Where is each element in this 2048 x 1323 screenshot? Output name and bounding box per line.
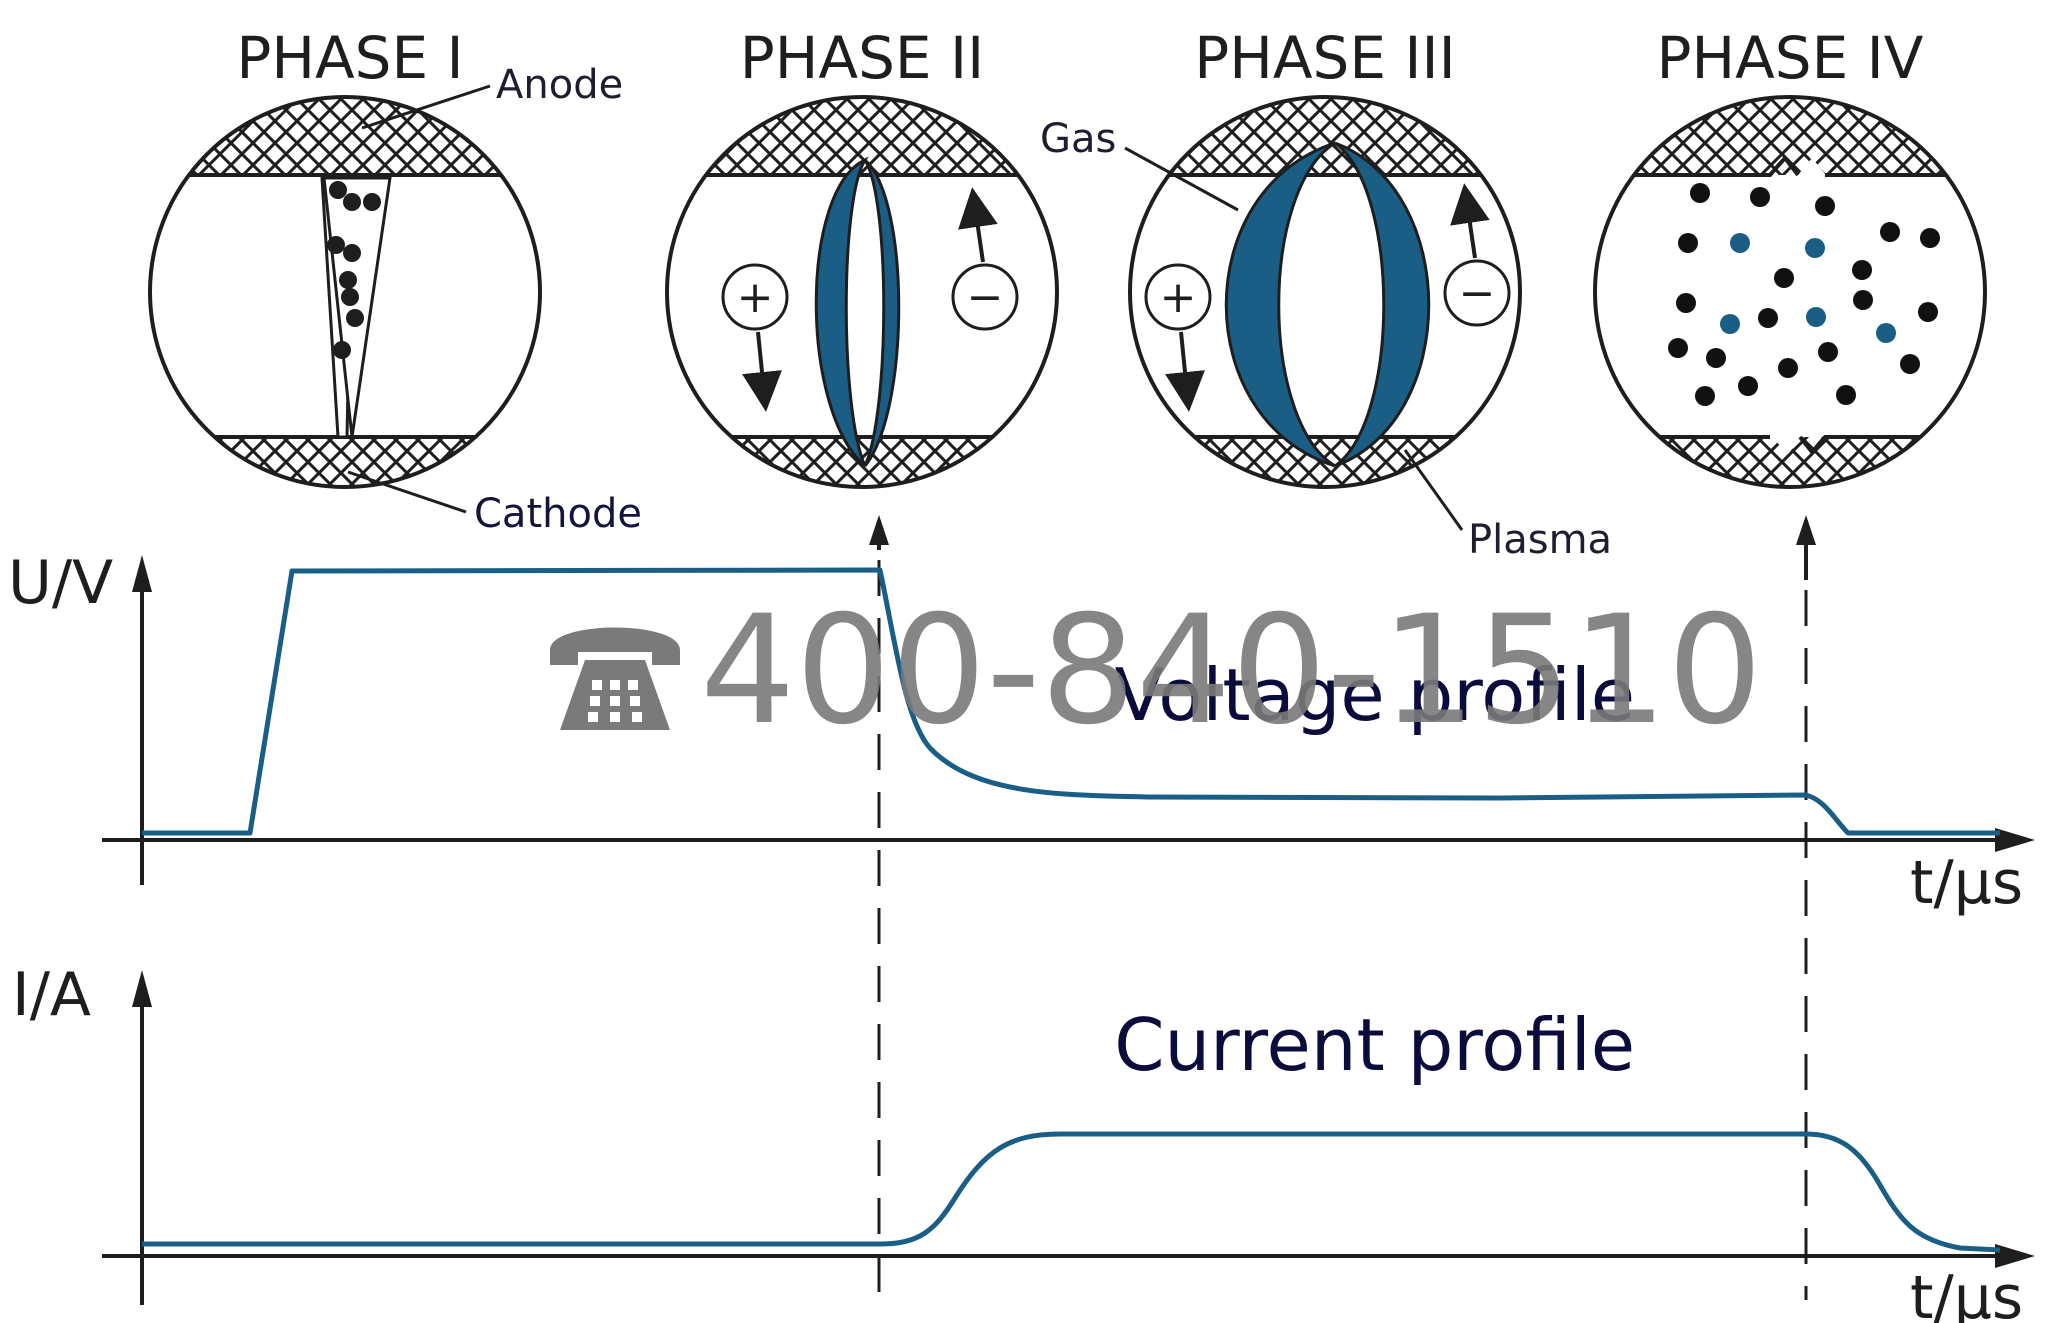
gas-label: Gas bbox=[1040, 116, 1116, 162]
cathode-leader-line bbox=[347, 470, 467, 514]
voltage-profile-label: Voltage profile bbox=[1115, 653, 1635, 737]
plasma-column-right bbox=[863, 158, 901, 467]
phase-3-circle: + − bbox=[1128, 95, 1522, 489]
svg-text:+: + bbox=[1160, 272, 1197, 323]
telephone-icon bbox=[550, 627, 680, 730]
phase-title-1: PHASE I bbox=[236, 24, 463, 92]
watermark-phone-number: 400-840-1510 bbox=[700, 584, 1763, 758]
current-profile-label: Current profile bbox=[1114, 1003, 1635, 1087]
watermark: 400-840-1510 bbox=[550, 584, 1763, 758]
voltage-profile-curve bbox=[142, 567, 2000, 836]
negative-electron-3: − bbox=[1443, 183, 1511, 327]
phase-title-3: PHASE III bbox=[1194, 24, 1455, 92]
current-chart: I/A t/µs Current profile bbox=[12, 960, 2035, 1323]
voltage-x-label: t/µs bbox=[1910, 848, 2023, 918]
anode-label: Anode bbox=[496, 62, 623, 108]
phase-1-circle bbox=[148, 95, 542, 489]
plasma-column-left bbox=[1224, 141, 1336, 468]
gas-leader-line bbox=[1124, 146, 1239, 212]
plasma-leader-line bbox=[1403, 449, 1464, 531]
svg-text:+: + bbox=[737, 272, 774, 323]
anode-leader-line bbox=[361, 84, 491, 130]
svg-text:−: − bbox=[967, 272, 1004, 323]
eroded-cathode bbox=[1595, 437, 1985, 487]
negative-electron-2: − bbox=[951, 187, 1019, 331]
svg-text:−: − bbox=[1459, 268, 1496, 319]
recombined-particles bbox=[1668, 183, 1940, 406]
plasma-label: Plasma bbox=[1468, 517, 1612, 563]
current-x-label: t/µs bbox=[1910, 1263, 2023, 1323]
phase-4-marker bbox=[1796, 515, 1816, 1300]
phase-4-circle bbox=[1593, 95, 1987, 489]
plasma-column-left bbox=[814, 156, 869, 468]
current-profile-curve bbox=[142, 1131, 2001, 1253]
phase-title-2: PHASE II bbox=[740, 24, 984, 92]
neutral-particles bbox=[1720, 233, 1896, 343]
phase-title-4: PHASE IV bbox=[1657, 24, 1924, 92]
current-y-label: I/A bbox=[12, 960, 91, 1030]
electron-dots bbox=[327, 181, 381, 359]
positive-ion-3: + bbox=[1144, 263, 1212, 412]
cathode-label: Cathode bbox=[474, 491, 642, 537]
voltage-chart: U/V t/µs Voltage profile bbox=[8, 548, 2035, 918]
plasma-column-right bbox=[1334, 141, 1431, 468]
phase-2-marker bbox=[869, 515, 889, 1300]
voltage-y-label: U/V bbox=[8, 548, 113, 618]
phase-2-circle: + − bbox=[665, 95, 1059, 489]
positive-ion-2: + bbox=[721, 263, 789, 412]
